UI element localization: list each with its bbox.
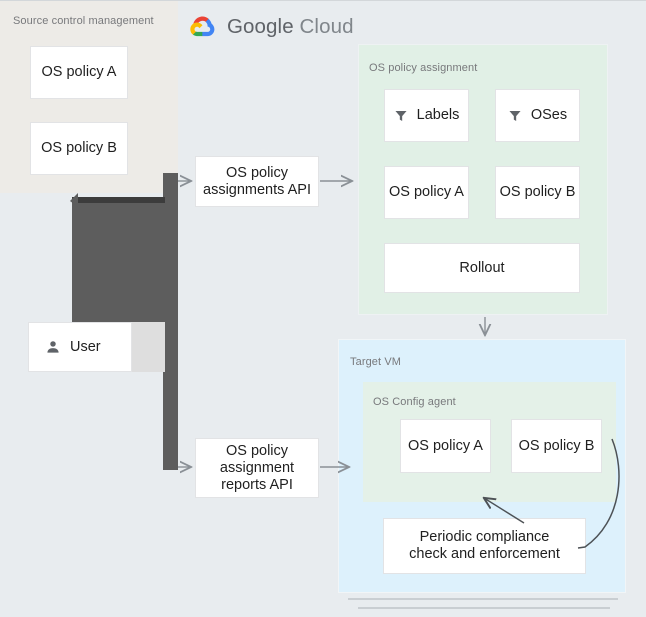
filter-funnel-icon [395,110,407,121]
agent-os-policy-a-box: OS policy A [400,419,491,473]
scm-os-policy-b-label: OS policy B [41,140,117,156]
oses-filter-label: OSes [530,107,568,123]
user-label: User [70,338,101,355]
agent-os-policy-b-box: OS policy B [511,419,602,473]
user-box-shadow [126,322,165,372]
agent-os-policy-b-label: OS policy B [518,437,595,454]
scm-os-policy-a-label: OS policy A [41,64,117,80]
os-config-agent-panel: OS Config agent OS policy A OS policy B [363,382,616,502]
source-control-management-panel: Source control management OS policy A OS… [0,1,178,193]
connector-block [72,202,165,322]
scm-panel-label: Source control management [13,15,154,27]
os-policy-assignment-panel: OS policy assignment Labels OSes OS poli… [358,44,608,315]
os-policy-assignments-api-label: OS policy assignments API [203,164,311,198]
os-policy-assignments-api-box: OS policy assignments API [195,156,319,207]
user-box: User [28,322,132,372]
brand-name-google: Google [227,15,294,38]
os-config-agent-label: OS Config agent [373,396,456,408]
assignment-os-policy-b-box: OS policy B [495,166,580,219]
rollout-label: Rollout [459,259,505,276]
os-policy-assignment-reports-api-label: OS policy assignment reports API [219,442,295,493]
os-policy-assignment-panel-label: OS policy assignment [369,62,478,74]
assignment-os-policy-b-label: OS policy B [499,184,576,200]
rollout-box: Rollout [384,243,580,293]
connector-trunk [163,173,178,470]
google-cloud-logo-icon [190,16,215,37]
google-cloud-logo: Google Cloud [188,14,354,40]
scm-os-policy-b-box: OS policy B [30,122,128,175]
user-icon [47,341,59,353]
labels-filter-box: Labels [384,89,469,142]
target-vm-panel-label: Target VM [350,356,402,368]
brand-name-cloud: Cloud [299,15,354,38]
connector-block-top-edge [72,197,165,203]
vm-stack-line-lower [358,607,610,609]
vm-stack-line-upper [348,598,618,600]
periodic-compliance-box: Periodic compliance check and enforcemen… [383,518,586,574]
os-policy-assignment-reports-api-box: OS policy assignment reports API [195,438,319,498]
labels-filter-label: Labels [416,107,460,123]
agent-os-policy-a-label: OS policy A [408,437,483,454]
periodic-compliance-label: Periodic compliance check and enforcemen… [409,529,560,562]
scm-os-policy-a-box: OS policy A [30,46,128,99]
filter-funnel-icon [509,110,521,121]
google-cloud-wordmark: Google Cloud [227,15,354,39]
connector-arrowhead-top [70,193,78,207]
assignment-os-policy-a-box: OS policy A [384,166,469,219]
assignment-os-policy-a-label: OS policy A [389,184,464,200]
target-vm-panel: Target VM OS Config agent OS policy A OS… [338,339,626,593]
oses-filter-box: OSes [495,89,580,142]
